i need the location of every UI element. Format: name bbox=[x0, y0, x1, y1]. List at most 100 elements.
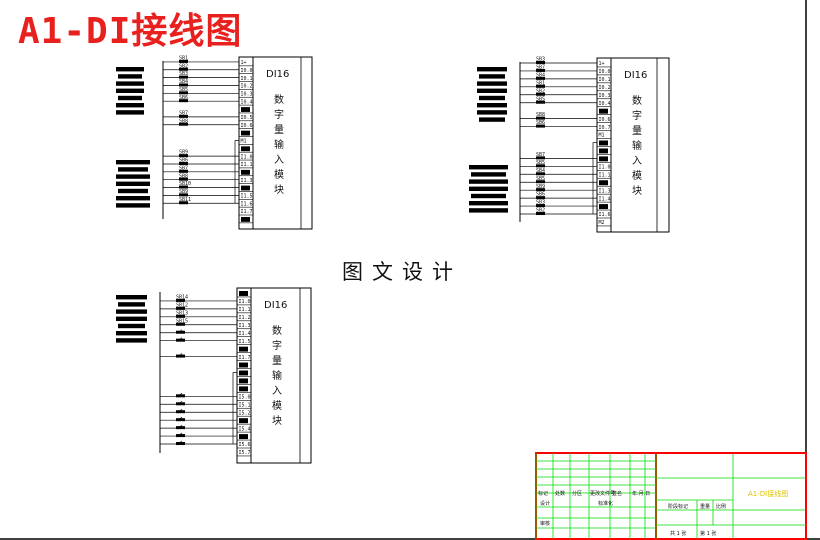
terminal-label: I1.3 bbox=[239, 323, 251, 329]
terminal-marker bbox=[599, 148, 608, 154]
contact-mark bbox=[536, 92, 545, 96]
contact-mark bbox=[176, 402, 185, 406]
terminal-marker bbox=[239, 418, 248, 424]
tb-row-label: 处数 bbox=[555, 490, 565, 497]
signal-label: SB7 bbox=[536, 152, 545, 158]
legend-bar bbox=[479, 117, 505, 122]
terminal-label: I0.0 bbox=[599, 69, 611, 75]
di16-module-1: 1+I0.0I0.1I0.2I0.3I0.4I0.5I0.6M1I1.0I1.1… bbox=[116, 56, 313, 230]
signal-label: SB5 bbox=[536, 176, 545, 182]
switch-contact bbox=[177, 329, 183, 334]
module-desc-char: 输 bbox=[632, 139, 642, 152]
terminal-label: I1.5 bbox=[241, 194, 253, 200]
contact-mark bbox=[179, 161, 188, 165]
module-desc-char: 量 bbox=[632, 125, 642, 137]
legend-bar bbox=[469, 179, 508, 184]
contact-mark bbox=[179, 193, 188, 197]
terminal-label: I1.2 bbox=[239, 315, 251, 321]
tb-weight-label: 重量 bbox=[700, 503, 710, 510]
legend-bar bbox=[469, 165, 508, 170]
module-desc-char: 数 bbox=[272, 324, 282, 337]
legend-bar bbox=[116, 331, 147, 336]
watermark-text: 图文设计 bbox=[342, 260, 462, 284]
drawing-title: A1-DI接线图 bbox=[18, 11, 243, 52]
legend-bar bbox=[477, 110, 507, 115]
legend-bar bbox=[116, 295, 147, 300]
module-body bbox=[252, 56, 313, 230]
terminal-label: I1.3 bbox=[241, 178, 253, 184]
signal-label: SB3 bbox=[536, 57, 545, 63]
contact-mark bbox=[176, 418, 185, 422]
terminal-label: I1.1 bbox=[241, 162, 253, 168]
signal-label: SB4 bbox=[536, 72, 545, 78]
module-desc-char: 模 bbox=[632, 170, 642, 182]
contact-mark bbox=[179, 154, 188, 158]
switch-contact bbox=[177, 393, 183, 397]
switch-contact bbox=[177, 353, 183, 357]
terminal-marker bbox=[239, 386, 248, 392]
legend-bar bbox=[118, 188, 148, 194]
legend-bar bbox=[469, 201, 508, 206]
terminal-label: I1.7 bbox=[239, 355, 251, 361]
module-desc-char: 字 bbox=[632, 109, 642, 122]
terminal-marker bbox=[599, 180, 608, 186]
tb-sheet-no: 第 1 张 bbox=[700, 530, 716, 537]
contact-mark bbox=[176, 442, 185, 446]
terminal-marker bbox=[599, 204, 608, 210]
contact-mark bbox=[536, 180, 545, 184]
legend-bar bbox=[116, 196, 150, 201]
tb-row-label: 年.月.日 bbox=[632, 490, 650, 497]
legend-bar bbox=[118, 74, 142, 79]
terminal-label: I0.3 bbox=[599, 93, 611, 99]
legend-bar bbox=[116, 338, 147, 343]
legend-bar bbox=[479, 95, 505, 101]
contact-mark bbox=[176, 394, 185, 398]
module-body bbox=[250, 287, 312, 464]
terminal-marker bbox=[599, 140, 608, 146]
terminal-label: I0.0 bbox=[241, 68, 253, 74]
tb-drawing-name: A1-DI接线图 bbox=[748, 489, 788, 498]
signal-label: SB6 bbox=[179, 158, 188, 164]
legend-bar bbox=[116, 103, 144, 108]
signal-label: SB1 bbox=[179, 56, 188, 62]
legend-bar bbox=[477, 103, 507, 108]
module-body bbox=[610, 57, 670, 233]
signal-label: SB7 bbox=[536, 65, 545, 71]
contact-mark bbox=[536, 188, 545, 192]
signal-label: SB9 bbox=[179, 189, 188, 195]
terminal-label: I1.0 bbox=[239, 299, 251, 305]
module-desc-char: 块 bbox=[632, 185, 642, 197]
module-desc-char: 块 bbox=[272, 415, 282, 427]
signal-label: SB4 bbox=[536, 168, 545, 174]
legend-bar bbox=[479, 74, 505, 79]
signal-label: SB5 bbox=[536, 96, 545, 102]
terminal-marker bbox=[241, 130, 250, 136]
module-desc-char: 块 bbox=[274, 184, 284, 196]
legend-bar bbox=[116, 67, 144, 72]
contact-mark bbox=[179, 177, 188, 181]
contact-mark bbox=[179, 99, 188, 103]
terminal-label: I1.0 bbox=[599, 165, 611, 171]
terminal-label: I0.6 bbox=[241, 123, 253, 129]
module-desc-char: 入 bbox=[274, 155, 284, 166]
terminal-marker bbox=[239, 346, 248, 352]
terminal-label: 1+ bbox=[599, 61, 605, 67]
terminal-label: I0.4 bbox=[599, 101, 611, 107]
tb-row-label: 更改文件号 bbox=[590, 490, 615, 497]
switch-contact bbox=[177, 432, 183, 437]
contact-mark bbox=[536, 124, 545, 128]
contact-mark bbox=[176, 354, 185, 358]
legend-bar bbox=[116, 316, 147, 321]
contact-mark bbox=[536, 76, 545, 80]
terminal-label: I5.6 bbox=[239, 442, 251, 448]
contact-mark bbox=[536, 196, 545, 200]
legend-bar bbox=[116, 160, 150, 165]
contact-mark bbox=[179, 114, 188, 118]
contact-mark bbox=[176, 410, 185, 414]
terminal-label: I5.0 bbox=[239, 395, 251, 401]
terminal-marker bbox=[241, 217, 250, 222]
switch-contact bbox=[177, 408, 183, 413]
switch-contact bbox=[177, 400, 183, 405]
contact-mark bbox=[179, 59, 188, 63]
di16-module-2: 1+I0.0I0.1I0.2I0.3I0.4I0.6I0.7M1I1.0I1.1… bbox=[469, 57, 670, 233]
